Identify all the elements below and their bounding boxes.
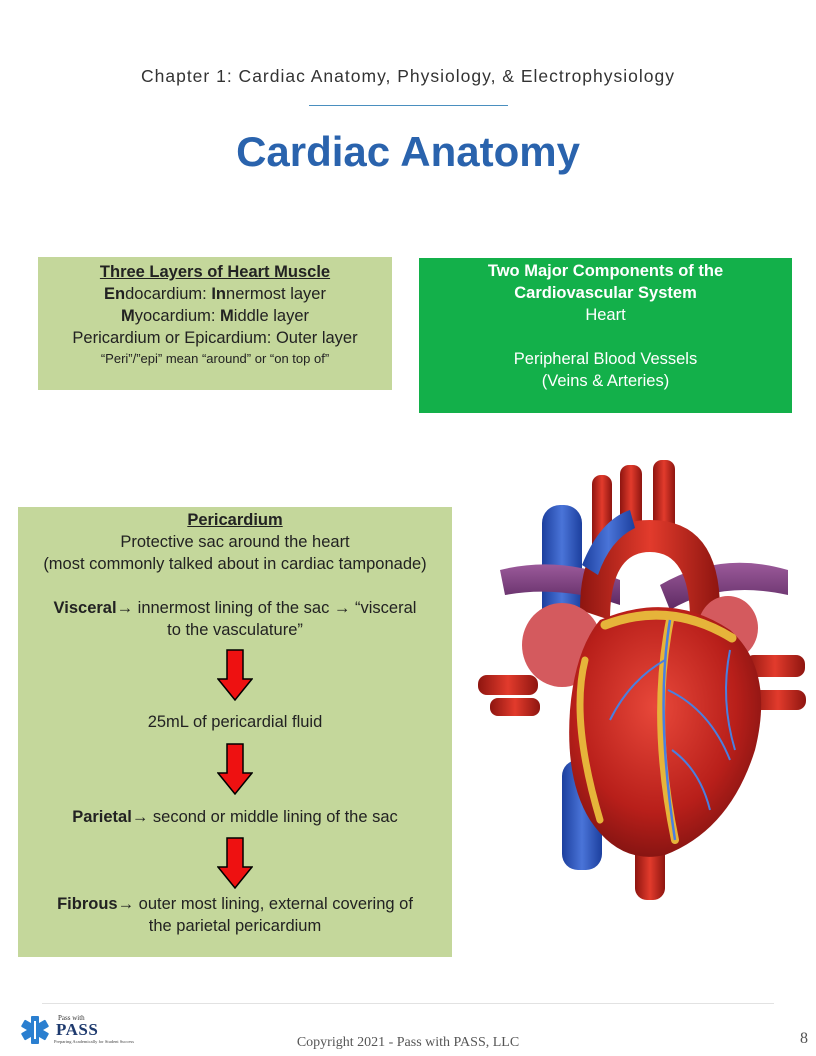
parietal-line: Parietal→ second or middle lining of the… xyxy=(72,808,398,826)
component-vessels: Peripheral Blood Vessels xyxy=(513,350,698,368)
down-arrow-icon xyxy=(217,837,253,889)
pericardium-note: (most commonly talked about in cardiac t… xyxy=(43,555,427,573)
fibrous-line-2: the parietal pericardium xyxy=(148,917,322,935)
down-arrow-icon xyxy=(217,743,253,795)
chapter-heading: Chapter 1: Cardiac Anatomy, Physiology, … xyxy=(140,66,675,86)
layers-note: “Peri”/”epi” mean “around” or “on top of… xyxy=(100,351,330,366)
logo-small-text: Pass with xyxy=(58,1014,85,1022)
visceral-line-2: to the vasculature” xyxy=(167,621,303,639)
footer-divider xyxy=(42,1003,774,1004)
star-of-life-icon xyxy=(21,1016,49,1044)
pass-logo: Pass with PASS Preparing Academically fo… xyxy=(20,1012,134,1048)
logo-tagline: Preparing Academically for Student Succe… xyxy=(54,1039,134,1044)
pericardium-desc: Protective sac around the heart xyxy=(120,533,350,551)
page-number: 8 xyxy=(800,1030,808,1047)
visceral-line: Visceral→ innermost lining of the sac → … xyxy=(53,599,417,617)
heart-illustration xyxy=(478,460,806,900)
layer-endocardium: Endocardium: Innermost layer xyxy=(104,285,326,303)
logo-main-text: PASS xyxy=(56,1020,99,1039)
page-title: Cardiac Anatomy xyxy=(236,128,580,175)
pericardial-fluid: 25mL of pericardial fluid xyxy=(147,713,323,731)
components-box: Two Major Components of the Cardiovascul… xyxy=(419,258,792,413)
fibrous-line: Fibrous→ outer most lining, external cov… xyxy=(57,895,413,913)
down-arrow-icon xyxy=(217,649,253,701)
component-vessels-detail: (Veins & Arteries) xyxy=(541,372,670,390)
components-heading-line1: Two Major Components of the xyxy=(487,262,724,280)
pericardium-heading: Pericardium xyxy=(187,511,283,529)
layer-myocardium: Myocardium: Middle layer xyxy=(121,307,309,325)
layer-pericardium: Pericardium or Epicardium: Outer layer xyxy=(72,329,358,347)
copyright: Copyright 2021 - Pass with PASS, LLC xyxy=(296,1035,520,1050)
component-heart: Heart xyxy=(585,306,626,324)
components-heading-line2: Cardiovascular System xyxy=(514,284,697,302)
pericardium-box: Pericardium Protective sac around the he… xyxy=(18,507,452,957)
layers-heading: Three Layers of Heart Muscle xyxy=(99,263,331,281)
chapter-divider xyxy=(309,105,508,106)
layers-box: Three Layers of Heart Muscle Endocardium… xyxy=(38,257,392,390)
